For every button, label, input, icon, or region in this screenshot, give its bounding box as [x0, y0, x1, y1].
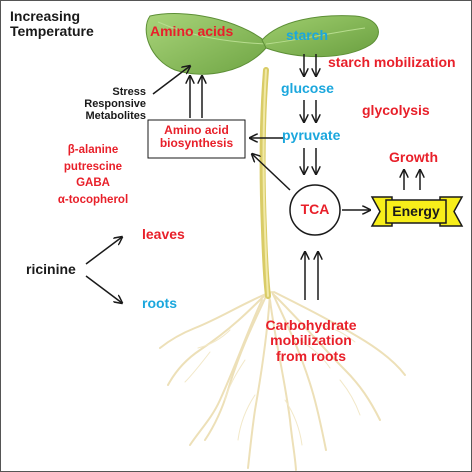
- glycolysis-label: glycolysis: [362, 102, 430, 118]
- arrow-tca-biosynthesis: [252, 154, 291, 191]
- amino-acids-label: Amino acids: [150, 23, 234, 39]
- metabolite-beta-alanine: β-alanine: [67, 144, 119, 156]
- amino-acid-biosynthesis-label: Amino acid biosynthesis: [159, 123, 234, 151]
- pyruvate-label: pyruvate: [282, 127, 341, 143]
- starch-mobilization-label: starch mobilization: [328, 54, 456, 70]
- ricinine-label: ricinine: [26, 261, 76, 277]
- right-leaf-vein: [265, 27, 366, 45]
- arrow-ricinine-leaves: [85, 237, 122, 265]
- increasing-temperature-label: Increasing Temperature: [10, 8, 94, 40]
- plant-fine-roots: [184, 324, 361, 446]
- left-leaf-vein: [157, 21, 267, 45]
- plant-roots: [159, 291, 406, 471]
- tca-label: TCA: [300, 201, 330, 217]
- metabolite-gaba: GABA: [76, 177, 110, 190]
- metabolite-putrescine: putrescine: [63, 160, 123, 173]
- tca-circle: [289, 184, 341, 236]
- growth-label: Growth: [389, 149, 438, 165]
- right-cotyledon-leaf: [261, 15, 379, 58]
- energy-label: Energy: [392, 203, 440, 219]
- amino-acid-biosynthesis-box: [147, 119, 246, 159]
- roots-label: roots: [142, 295, 177, 311]
- stress-metabolites-label: Stress Responsive Metabolites: [84, 86, 146, 123]
- starch-label: starch: [286, 27, 329, 43]
- arrow-to-amino-acids: [152, 66, 190, 95]
- energy-banner: [385, 199, 447, 224]
- plant-stem-highlight: [262, 69, 269, 297]
- metabolites-list: β-alanine putrescine GABA α-tocopherol: [38, 142, 148, 209]
- carbohydrate-mobilization-label: Carbohydrate mobilization from roots: [265, 317, 357, 364]
- metabolite-alpha-tocopherol: α-tocopherol: [57, 194, 129, 207]
- glucose-label: glucose: [281, 80, 334, 96]
- arrow-ricinine-roots: [85, 275, 122, 303]
- leaves-label: leaves: [142, 226, 185, 242]
